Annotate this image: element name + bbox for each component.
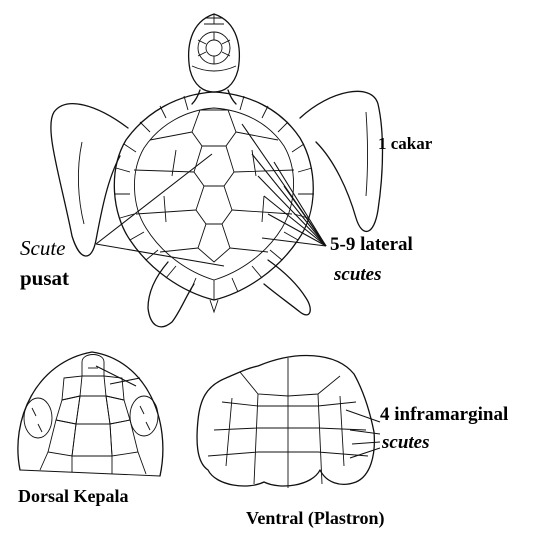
ventral-plastron-view xyxy=(197,356,380,488)
label-scute-word: Scute xyxy=(20,236,65,261)
head-outline xyxy=(189,14,240,92)
dorsal-head-view xyxy=(18,352,163,476)
left-front-flipper xyxy=(51,104,128,256)
right-rear-flipper xyxy=(264,260,310,315)
label-lateral-scutes: scutes xyxy=(334,264,382,286)
label-dorsal-head: Dorsal Kepala xyxy=(18,486,129,507)
right-front-flipper xyxy=(300,91,383,231)
label-one-claw: 1 cakar xyxy=(378,134,432,154)
turtle-dorsal-view xyxy=(51,14,383,327)
label-scute-center: pusat xyxy=(20,266,69,291)
label-lateral-count: 5-9 lateral xyxy=(330,234,413,256)
label-inframarginal: 4 inframarginal xyxy=(380,404,508,426)
leader-lines xyxy=(96,124,326,266)
label-inframarginal-scutes: scutes xyxy=(382,432,430,454)
carapace-outline xyxy=(114,92,313,300)
label-ventral-plastron: Ventral (Plastron) xyxy=(246,508,385,529)
